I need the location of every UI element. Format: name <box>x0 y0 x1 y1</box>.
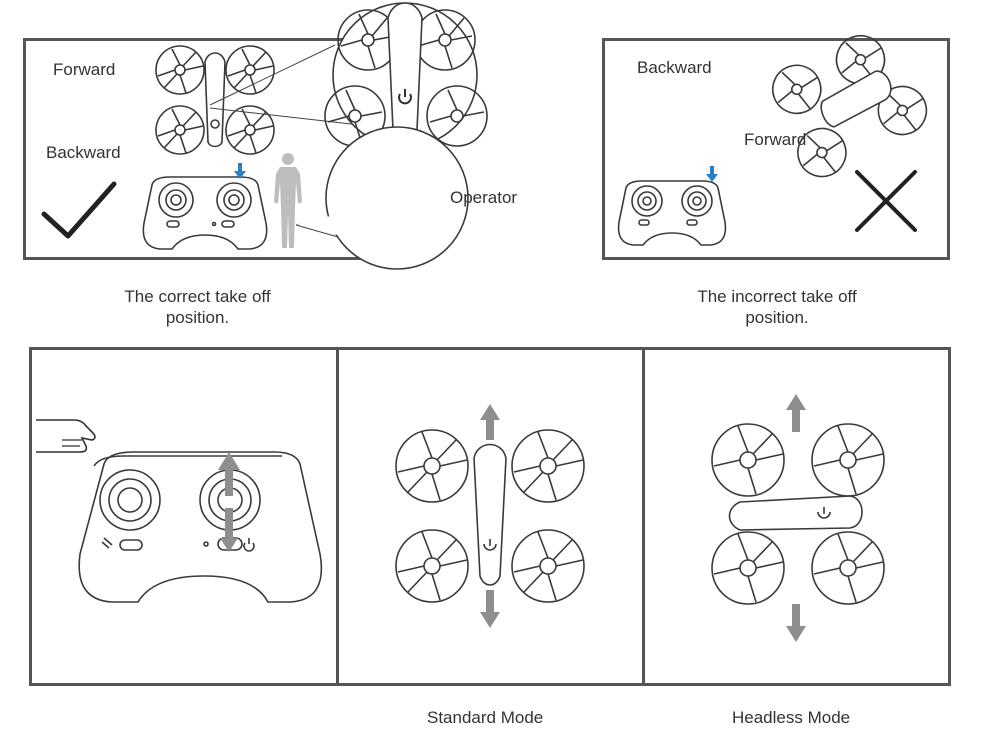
drone-illustration-small <box>155 45 275 155</box>
correct-caption-line2: position. <box>165 308 230 327</box>
hand-icon <box>36 419 96 453</box>
cross-icon <box>855 170 917 232</box>
forward-label: Forward <box>53 60 116 79</box>
drone-illustration-rotated <box>771 34 928 178</box>
operator-callout <box>295 126 469 270</box>
controller-illustration-small <box>142 176 268 250</box>
forward-label-incorrect: Forward <box>744 130 807 149</box>
incorrect-caption-line1: The incorrect take off <box>697 287 857 306</box>
check-icon <box>41 181 117 239</box>
backward-label-incorrect: Backward <box>637 58 712 77</box>
incorrect-caption: The incorrect take off position. <box>668 286 886 328</box>
standard-mode-drone <box>395 404 585 628</box>
backward-label: Backward <box>46 143 121 162</box>
down-arrow-icon-incorrect <box>706 166 718 182</box>
operator-silhouette <box>274 153 302 248</box>
controller-illustration-incorrect <box>617 180 727 246</box>
power-icon <box>398 89 412 105</box>
standard-mode-label: Standard Mode <box>427 708 544 727</box>
headless-mode-label: Headless Mode <box>732 708 851 727</box>
operator-label: Operator <box>450 188 518 207</box>
incorrect-caption-line2: position. <box>745 308 809 327</box>
headless-mode-drone <box>711 394 885 642</box>
correct-caption: The correct take off position. <box>95 286 300 328</box>
correct-caption-line1: The correct take off <box>124 287 271 306</box>
zoom-callout <box>209 2 488 148</box>
up-arrow-icon <box>218 452 240 552</box>
controller-illustration-large <box>36 419 323 603</box>
down-arrow-icon <box>234 163 246 179</box>
